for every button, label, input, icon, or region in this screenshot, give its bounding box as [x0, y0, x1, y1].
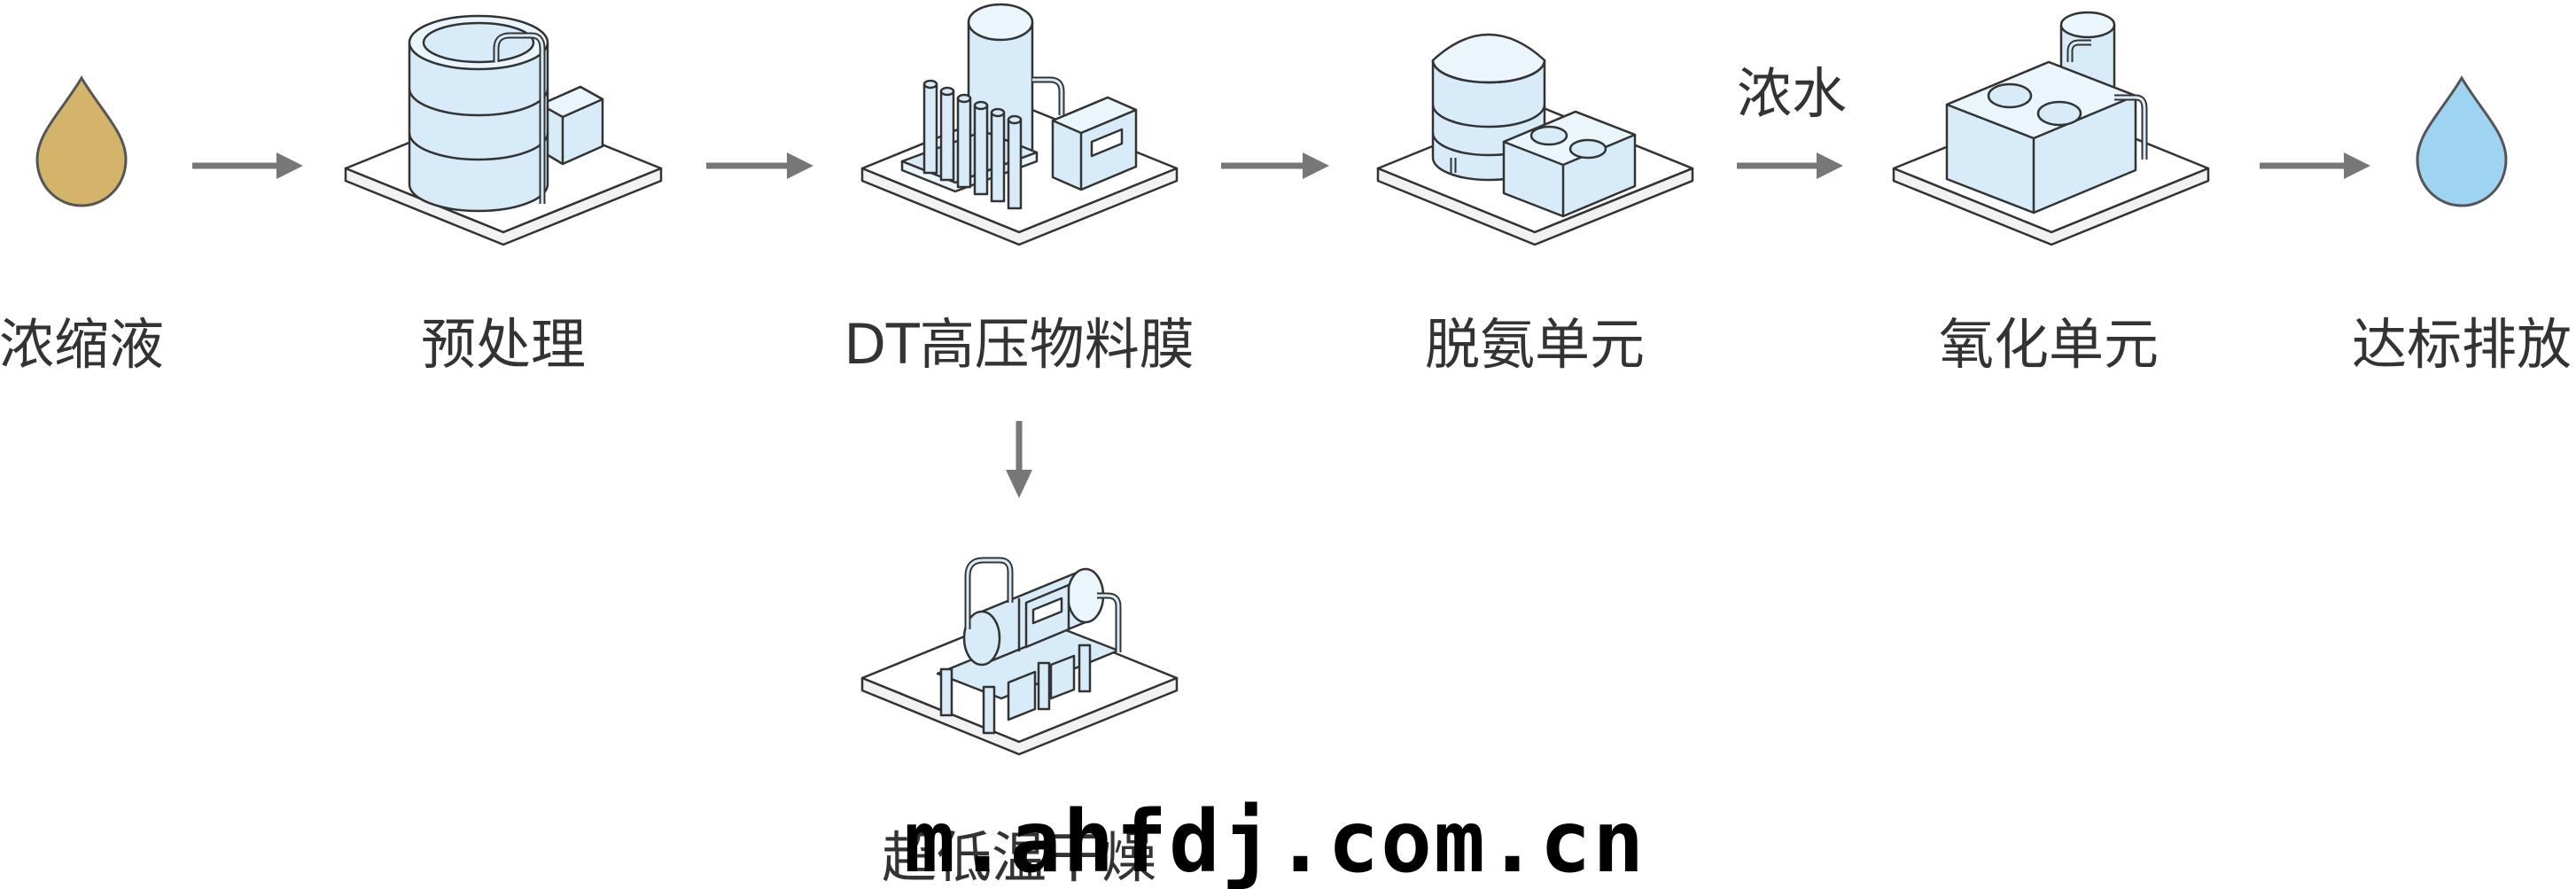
flow-arrow	[192, 152, 303, 179]
watermark-text: m.ahfdj.com.cn	[904, 792, 1646, 889]
flow-arrow	[706, 152, 813, 179]
stage-label-deammonia: 脱氨单元	[1424, 312, 1646, 377]
dryer-unit-icon	[860, 557, 1179, 756]
edge-label-concentrate: 浓水	[1736, 61, 1848, 126]
dt-membrane-unit-icon	[860, 3, 1179, 246]
deammonia-unit-icon	[1376, 33, 1694, 246]
pretreatment-unit-icon	[344, 14, 663, 246]
oxidation-unit-icon	[1892, 11, 2210, 246]
stage-label-dryer: 超低温干燥	[881, 825, 1157, 889]
branch-flow-arrow	[1006, 421, 1032, 498]
flow-arrow	[1221, 152, 1329, 179]
stage-label-discharge: 达标排放	[2351, 312, 2572, 377]
clean-water-drop-icon	[2416, 75, 2508, 207]
stage-label-dt-membrane: DT高压物料膜	[844, 312, 1195, 377]
concentrate-flow-arrow	[1737, 152, 1843, 179]
stage-label-pretreatment: 预处理	[420, 312, 587, 377]
stage-label-oxidation: 氧化单元	[1938, 312, 2160, 377]
concentrate-drop-icon	[35, 75, 128, 207]
stage-label-source: 浓缩液	[0, 312, 165, 377]
flow-arrow	[2260, 152, 2370, 179]
